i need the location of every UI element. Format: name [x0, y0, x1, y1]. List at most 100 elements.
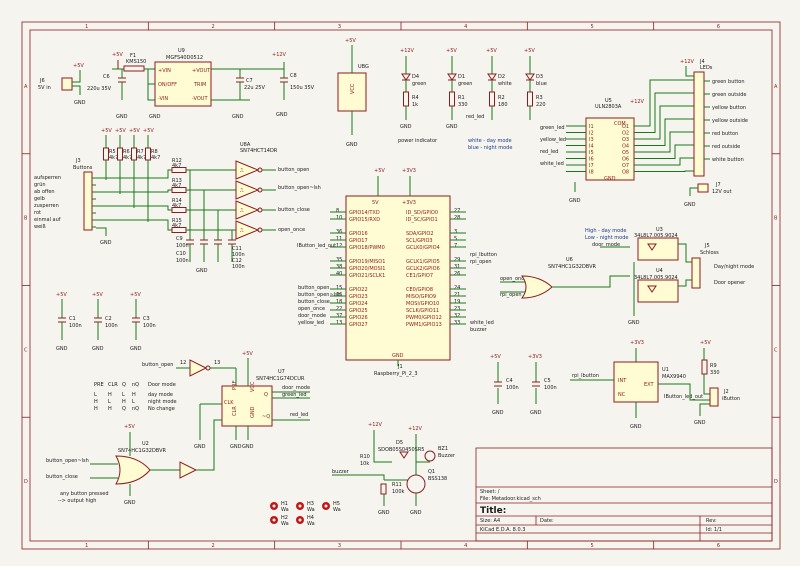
series-r-ref-1: R13 — [172, 178, 182, 184]
rpi-left-num-0: 8 — [336, 208, 339, 214]
u9-pin-onoff: ON/OFF — [158, 82, 177, 88]
u6-ref: U6 — [566, 257, 573, 263]
frame-row-left-D: D — [24, 479, 28, 485]
frame-row-left-B: B — [24, 216, 28, 222]
pullup-val-3: 4k7 — [151, 155, 160, 161]
rpi-right-pin-3: SCL/GPIO3 — [406, 238, 433, 244]
relay-net-rpi-open: rpi_open — [500, 292, 522, 298]
title-block: Sheet: / File: Metadoor.kicad_sch Title:… — [475, 447, 773, 542]
rpi-left-pin-9: GPIO23 — [349, 294, 368, 300]
u5-gnd: GND — [569, 198, 581, 204]
u5-value: ULN2803A — [595, 104, 622, 110]
u5-in-0: I1 — [589, 124, 594, 130]
u5-box — [585, 117, 635, 181]
rpi-3v3-label: +3V3 — [402, 168, 416, 174]
u2-net-open-lsh: button_open~lsh — [46, 458, 89, 464]
buzzer-symbol — [424, 450, 436, 462]
tt-cell-2-4: No change — [148, 406, 175, 412]
rpi-left-num-2: 36 — [336, 229, 342, 235]
u5-out-0: O1 — [622, 124, 629, 130]
j3-label-7: weiß — [34, 224, 46, 230]
rpi-net-open: button_open — [298, 285, 329, 291]
u3-value: 34L8L7.005.9024 — [634, 233, 678, 239]
power-input-section: J6 5V in +5V GND +5V F1 KMS150 C6 220u 3… — [38, 48, 315, 120]
c4-ref: C4 — [506, 378, 513, 384]
hole-val-0: Wa — [281, 507, 289, 513]
rpi-value: Raspberry_Pi_2_3 — [374, 371, 418, 377]
rpi-right-num-1: 28 — [454, 215, 460, 221]
u7-inv-pin-a: 12 — [180, 360, 186, 366]
u1-3v3: +3V3 — [630, 340, 644, 346]
red-led-net: red_led — [466, 114, 484, 120]
u5-in-4: I5 — [589, 150, 594, 156]
rpi-net-buzzer: buzzer — [470, 327, 488, 333]
j4-ref: J4 — [699, 59, 705, 65]
u7-pin-q: Q — [264, 392, 268, 398]
tt-cell-1-1: L — [108, 399, 111, 405]
led-val-2: white — [498, 81, 512, 87]
rpi-left-pin-5: GPIO19/MISO1 — [349, 259, 385, 265]
u1-body — [613, 361, 659, 403]
j7-value: 12V out — [712, 189, 732, 195]
u5-out-5: O6 — [622, 157, 629, 163]
relay-section: High - day mode Low - night mode door_mo… — [500, 227, 754, 326]
u8-gate-sym-3: ⎍ — [240, 228, 244, 234]
cap-bt-val-0: 100n — [176, 243, 189, 249]
j3-label-3: gelb — [34, 196, 45, 202]
rpi-left-num-6: 38 — [336, 264, 342, 270]
led-0-12v: +12V — [400, 48, 415, 54]
j3-label-6: einmal auf — [34, 217, 61, 223]
j2-body — [709, 387, 719, 407]
buzzer-section: +12V +12V D5 SDOB05S0450SR5 BZ1 Buzzer R… — [332, 422, 456, 516]
f1-ref: F1 — [130, 53, 136, 59]
capb-gnd-1: GND — [92, 346, 104, 352]
tb-rev: Rev: — [706, 518, 717, 524]
tt-cell-2-0: H — [94, 406, 98, 412]
tb-kicad: KiCad E.D.A. 8.0.3 — [480, 527, 525, 533]
rpi-right-pin-11: SCLK/GPIO11 — [406, 308, 439, 314]
rpi-right-num-3: 5 — [454, 236, 457, 242]
rpi-net-lbutton: rpi_lbutton — [470, 252, 497, 258]
u5-in-2: I3 — [589, 137, 594, 143]
u7-body — [221, 385, 273, 427]
u5-out-1: O2 — [622, 131, 629, 137]
u2-note-1: any button pressed — [60, 491, 109, 497]
j4-label-2: yellow button — [712, 105, 746, 111]
hole-ref-3: H2 — [281, 515, 288, 521]
capb-ref-0: C1 — [69, 316, 76, 322]
led-gnd-0: GND — [400, 124, 412, 130]
tt-cell-1-0: H — [94, 399, 98, 405]
hole-ref-1: H3 — [307, 501, 314, 507]
hole-val-3: Wa — [281, 521, 289, 527]
u2-gnd: GND — [124, 500, 136, 506]
rpi-net-yellow: yellow_led — [298, 320, 324, 326]
led-D1 — [447, 73, 457, 81]
rpi-body — [345, 195, 451, 361]
led-gnd-1: GND — [446, 124, 458, 130]
j7-body — [697, 183, 709, 193]
rpi-right-num-6: 31 — [454, 264, 460, 270]
u8-gate-sym-1: ⎍ — [240, 188, 244, 194]
u5-ref: U5 — [605, 98, 612, 104]
led-r-val-3: 220 — [536, 102, 546, 108]
rpi-right-pin-10: MOSI/GPIO10 — [406, 301, 439, 307]
c6-gnd: GND — [116, 114, 128, 120]
rpi-right-pin-0: ID_SD/GPIO0 — [406, 210, 438, 216]
rpi-right-pin-6: GCLK2/GPIO6 — [406, 266, 440, 272]
pullup-ref-3: R8 — [151, 149, 158, 155]
rpi-right-pin-1: ID_SC/GPIO1 — [406, 217, 438, 223]
frame-row-left-A: A — [24, 84, 28, 90]
u9-converter — [154, 61, 212, 107]
frame-col-bottom-1: 1 — [85, 543, 88, 549]
led-2-12v: +5V — [486, 48, 497, 54]
cap-bt-ref-2: C11 — [232, 246, 242, 252]
c8-value: 150u 35V — [290, 85, 315, 91]
j5-body — [691, 257, 701, 289]
tb-sheet: Sheet: / — [480, 489, 500, 495]
rpi-left-pin-0: GPIO14/TXD — [349, 210, 380, 216]
j2-value: iButton — [722, 396, 740, 402]
q1-ref: Q1 — [428, 469, 435, 475]
